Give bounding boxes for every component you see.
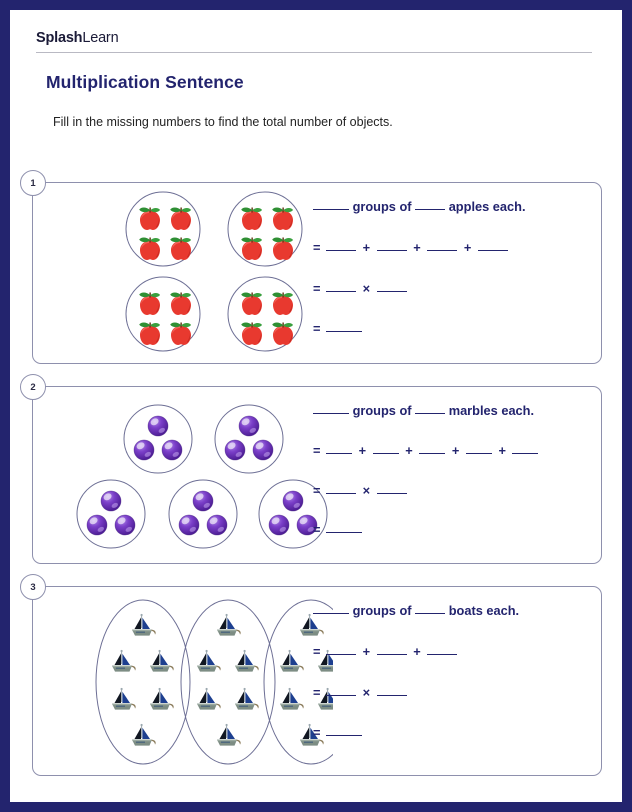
blank-addend-1[interactable] (326, 249, 357, 251)
apple-group-4 (227, 276, 303, 352)
addition-line-3: = + + (313, 643, 595, 659)
equals-sign: = (313, 725, 321, 741)
equals-sign: = (313, 643, 321, 659)
multiplication-line-3: = × (313, 684, 595, 700)
blank-total[interactable] (326, 532, 363, 534)
problem-3-visual (33, 587, 359, 775)
plus-operator: + (413, 643, 421, 659)
equals-sign: = (313, 482, 321, 498)
marble-group-5 (258, 479, 328, 549)
header-divider (36, 52, 592, 53)
blank-factor-2[interactable] (376, 290, 407, 292)
problem-card-2: 2 (20, 374, 602, 564)
blank-factor-2[interactable] (376, 492, 407, 494)
equals-sign: = (313, 684, 321, 700)
object-each-label: apples each. (448, 199, 526, 214)
logo-bold-text: Splash (36, 30, 83, 46)
equals-sign: = (313, 442, 321, 458)
problem-number-badge: 1 (20, 170, 46, 196)
boat-groups-svg (95, 599, 359, 765)
plus-operator: + (358, 442, 367, 458)
logo-light-text: Learn (82, 30, 119, 46)
blank-per-group-count[interactable] (415, 613, 446, 614)
problem-1-visual (33, 183, 333, 363)
page-subtitle: Fill in the missing numbers to find the … (53, 115, 393, 129)
marble-group-4 (168, 479, 238, 549)
blank-total[interactable] (326, 331, 363, 333)
apple-group-2 (227, 191, 303, 267)
plus-operator: + (498, 442, 506, 458)
equals-sign: = (313, 280, 321, 296)
page-title: Multiplication Sentence (46, 72, 244, 92)
apple-groups-svg (125, 191, 303, 352)
problem-number-badge: 3 (20, 574, 46, 600)
plus-operator: + (362, 643, 371, 659)
blank-addend-3[interactable] (427, 653, 458, 655)
marble-group-2 (214, 404, 284, 474)
multiplication-line-2: = × (313, 482, 595, 498)
sentence-line-3: groups of boats each. (313, 603, 595, 618)
blank-groups-count[interactable] (313, 613, 349, 614)
multiply-operator: × (362, 482, 371, 498)
sentence-line-1: groups of apples each. (313, 199, 595, 214)
blank-factor-1[interactable] (326, 694, 357, 696)
blank-addend-2[interactable] (372, 452, 399, 454)
problem-2-visual (33, 387, 333, 563)
problem-1-equations: groups of apples each. = + + + = (313, 183, 595, 363)
total-line-3: = (313, 725, 595, 741)
sentence-line-2: groups of marbles each. (313, 403, 595, 418)
blank-addend-2[interactable] (376, 653, 407, 655)
splashlearn-logo: SplashLearn (36, 30, 119, 46)
equals-sign: = (313, 321, 321, 337)
apple-group-1 (125, 191, 201, 267)
total-line-2: = (313, 522, 595, 538)
multiply-operator: × (362, 280, 371, 296)
blank-addend-3[interactable] (419, 452, 446, 454)
addition-line-1: = + + + (313, 239, 595, 255)
blank-per-group-count[interactable] (415, 209, 446, 210)
object-each-label: marbles each. (448, 403, 535, 418)
equals-sign: = (313, 239, 321, 255)
blank-factor-1[interactable] (326, 290, 357, 292)
plus-operator: + (405, 442, 413, 458)
blank-addend-1[interactable] (326, 452, 353, 454)
blank-factor-2[interactable] (376, 694, 407, 696)
groups-of-label: groups of (352, 199, 412, 214)
marble-group-3 (76, 479, 146, 549)
addition-line-2: = + + + + (313, 442, 595, 458)
plus-operator: + (362, 239, 371, 255)
blank-addend-1[interactable] (326, 653, 357, 655)
problem-number-badge: 2 (20, 374, 46, 400)
plus-operator: + (413, 239, 421, 255)
blank-groups-count[interactable] (313, 413, 349, 414)
blank-addend-4[interactable] (465, 452, 492, 454)
blank-addend-4[interactable] (477, 249, 508, 251)
object-each-label: boats each. (448, 603, 520, 618)
equals-sign: = (313, 522, 321, 538)
worksheet-sheet: SplashLearn Multiplication Sentence Fill… (10, 10, 622, 802)
plus-operator: + (463, 239, 472, 255)
blank-addend-2[interactable] (376, 249, 407, 251)
problem-card-3: 3 (20, 574, 602, 776)
blank-addend-3[interactable] (427, 249, 458, 251)
blank-groups-count[interactable] (313, 209, 349, 210)
total-line-1: = (313, 321, 595, 337)
blank-addend-5[interactable] (512, 452, 539, 454)
blank-per-group-count[interactable] (415, 413, 446, 414)
groups-of-label: groups of (352, 403, 412, 418)
multiplication-line-1: = × (313, 280, 595, 296)
boat-group-2 (180, 599, 276, 765)
apple-group-3 (125, 276, 201, 352)
blank-total[interactable] (326, 735, 363, 737)
boat-group-1 (95, 599, 191, 765)
multiply-operator: × (362, 684, 371, 700)
groups-of-label: groups of (352, 603, 412, 618)
problem-2-equations: groups of marbles each. = + + + + (313, 387, 595, 563)
marble-groups-svg (76, 404, 328, 549)
problem-3-equations: groups of boats each. = + + = × (313, 587, 595, 775)
blank-factor-1[interactable] (326, 492, 357, 494)
problem-card-1: 1 (20, 170, 602, 364)
marble-group-1 (123, 404, 193, 474)
plus-operator: + (451, 442, 460, 458)
